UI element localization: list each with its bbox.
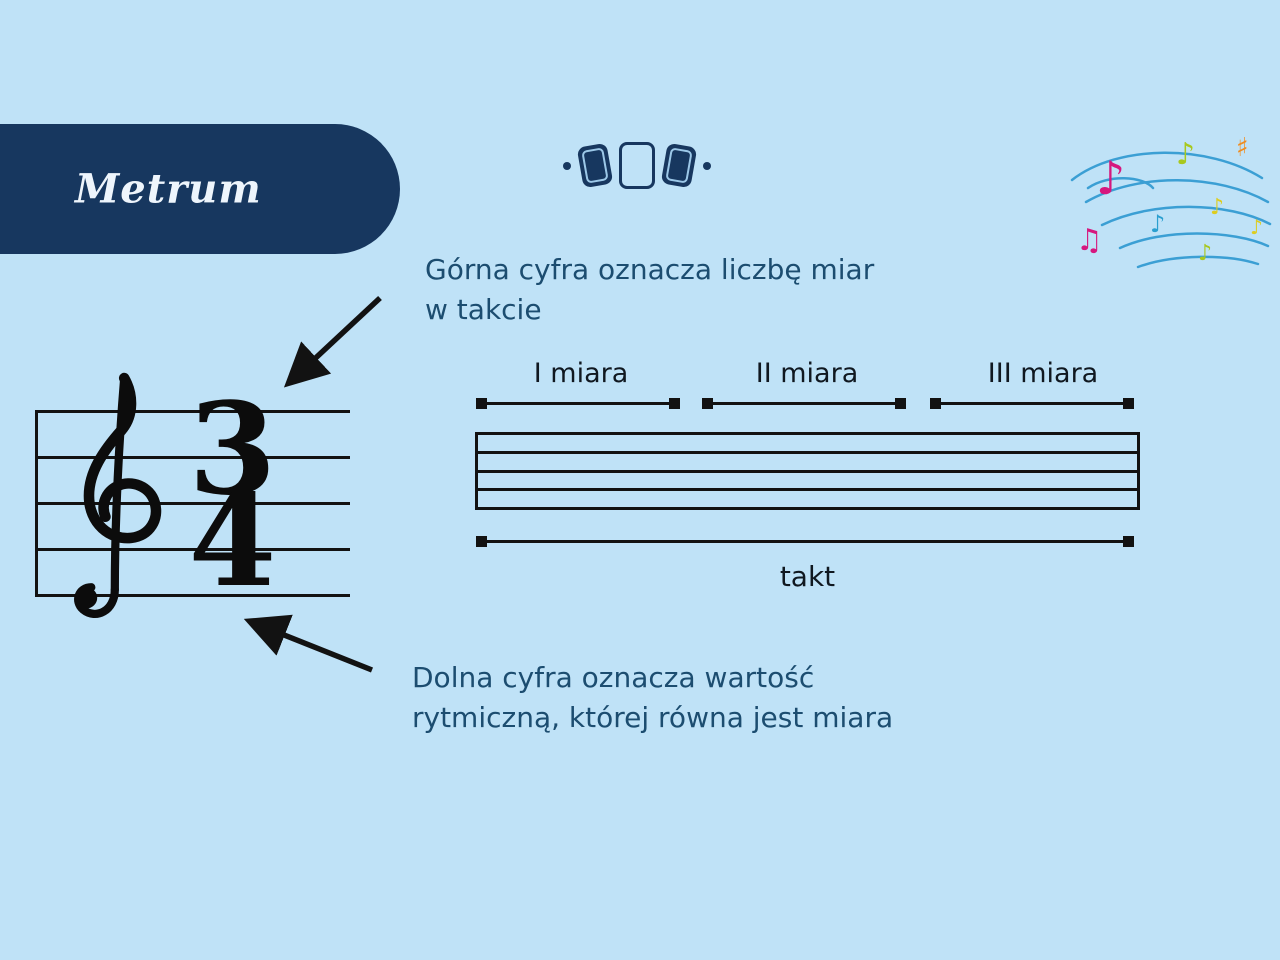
note-icon: ♪ bbox=[1176, 137, 1195, 172]
measure-label-1: I miara bbox=[533, 358, 629, 389]
card-icon bbox=[576, 142, 614, 189]
measures-diagram: I miara II miara III miara tak bbox=[475, 358, 1140, 603]
measure-span-2 bbox=[702, 398, 906, 409]
dot-icon bbox=[703, 161, 711, 170]
staff-line bbox=[35, 594, 350, 597]
annotation-top: Górna cyfra oznacza liczbę miar w takcie bbox=[425, 253, 875, 326]
card-outline-icon bbox=[619, 142, 655, 189]
staff-line bbox=[475, 488, 1140, 491]
span-endpoint bbox=[895, 398, 906, 409]
measure-label-2: II miara bbox=[755, 358, 859, 389]
page-title: Metrum bbox=[75, 165, 262, 213]
staff-with-time-signature: 3 4 bbox=[35, 372, 350, 618]
note-icon: ♪ bbox=[1198, 241, 1212, 266]
treble-clef-icon bbox=[74, 372, 162, 618]
span-endpoint bbox=[1123, 398, 1134, 409]
staff-line bbox=[35, 456, 350, 459]
time-signature-bottom: 4 bbox=[188, 467, 277, 615]
staff-line bbox=[35, 502, 350, 505]
staff-line bbox=[475, 470, 1140, 473]
time-signature-top: 3 bbox=[188, 375, 277, 523]
note-icon: ♪ bbox=[1250, 215, 1263, 239]
note-icon: ♯ bbox=[1236, 133, 1249, 163]
note-icon: ♪ bbox=[1096, 151, 1125, 205]
card-icon bbox=[660, 142, 698, 189]
staff-line bbox=[35, 548, 350, 551]
staff bbox=[475, 432, 1140, 510]
span-endpoint bbox=[1123, 536, 1134, 547]
title-pill: Metrum bbox=[0, 124, 400, 254]
music-notes-swirl-icon: ♪ ♪ ♯ ♫ ♪ ♪ ♪ ♪ bbox=[1070, 133, 1272, 269]
staff-line bbox=[35, 410, 350, 413]
staff-line bbox=[475, 507, 1140, 510]
span-endpoint bbox=[669, 398, 680, 409]
staff-line bbox=[475, 451, 1140, 454]
measure-label-3: III miara bbox=[987, 358, 1099, 389]
cards-icon bbox=[563, 142, 711, 189]
note-icon: ♫ bbox=[1076, 223, 1103, 258]
measure-span-1 bbox=[476, 398, 680, 409]
span-endpoint bbox=[476, 398, 487, 409]
span-endpoint bbox=[702, 398, 713, 409]
measure-span-3 bbox=[930, 398, 1134, 409]
span-endpoint bbox=[476, 536, 487, 547]
takt-span bbox=[476, 536, 1134, 547]
note-icon: ♪ bbox=[1150, 210, 1165, 238]
span-endpoint bbox=[930, 398, 941, 409]
dot-icon bbox=[563, 161, 571, 170]
arrow-down-left-icon bbox=[283, 295, 382, 388]
note-icon: ♪ bbox=[1210, 195, 1224, 220]
takt-label: takt bbox=[779, 560, 836, 593]
annotation-bottom: Dolna cyfra oznacza wartość rytmiczną, k… bbox=[412, 661, 894, 734]
arrow-up-left-icon bbox=[243, 614, 374, 673]
staff-line bbox=[475, 432, 1140, 435]
